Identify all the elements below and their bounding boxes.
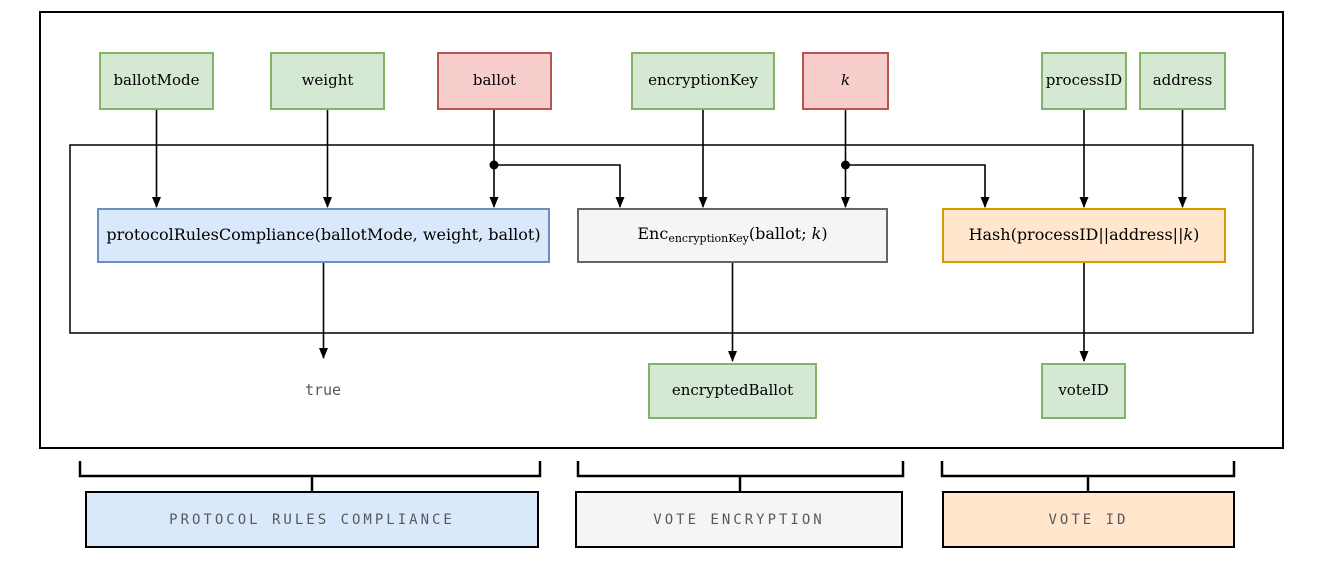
section-box-compliance: PROTOCOL RULES COMPLIANCE xyxy=(85,491,539,548)
output-label-encryptedballot: encryptedBallot xyxy=(671,381,794,400)
input-box-ballot: ballot xyxy=(437,52,552,110)
input-box-processid: processID xyxy=(1041,52,1127,110)
input-label-address: address xyxy=(1152,71,1213,90)
section-label-compliance: PROTOCOL RULES COMPLIANCE xyxy=(169,511,455,528)
function-box-hash: Hash(processID||address||k) xyxy=(942,208,1226,263)
function-label-compliance: protocolRulesCompliance(ballotMode, weig… xyxy=(106,225,541,245)
input-label-ballotmode: ballotMode xyxy=(113,71,200,90)
function-box-encryption: EncencryptionKey(ballot; k) xyxy=(577,208,888,263)
section-box-encryption: VOTE ENCRYPTION xyxy=(575,491,903,548)
input-box-ballotmode: ballotMode xyxy=(99,52,214,110)
output-true: true xyxy=(304,381,342,399)
input-box-weight: weight xyxy=(270,52,385,110)
input-box-address: address xyxy=(1139,52,1226,110)
brace-voteid xyxy=(940,461,1236,478)
input-label-ballot: ballot xyxy=(472,71,517,90)
outer-frame xyxy=(39,11,1284,449)
input-label-encryptionkey: encryptionKey xyxy=(648,71,758,90)
function-label-hash: Hash(processID||address||k) xyxy=(968,225,1200,245)
section-label-encryption: VOTE ENCRYPTION xyxy=(653,511,825,528)
brace-encryption xyxy=(576,461,905,478)
inner-frame xyxy=(69,144,1254,334)
input-label-processid: processID xyxy=(1045,71,1123,90)
junction-dot-k xyxy=(841,160,850,170)
section-label-voteid: VOTE ID xyxy=(1048,511,1129,528)
output-box-encryptedballot: encryptedBallot xyxy=(648,363,817,419)
input-label-weight: weight xyxy=(301,71,354,90)
input-box-encryptionkey: encryptionKey xyxy=(631,52,775,110)
brace-compliance xyxy=(78,461,542,478)
function-label-encryption: EncencryptionKey(ballot; k) xyxy=(637,224,828,246)
arrow-k-to-hash xyxy=(845,164,990,208)
input-label-k: k xyxy=(840,71,851,90)
output-label-voteid: voteID xyxy=(1058,381,1109,400)
output-box-voteid: voteID xyxy=(1041,363,1126,419)
arrow-ballot-to-encryption xyxy=(494,164,625,208)
junction-dot-ballot xyxy=(489,160,499,170)
function-box-compliance: protocolRulesCompliance(ballotMode, weig… xyxy=(97,208,550,263)
input-box-k: k xyxy=(802,52,889,110)
section-box-voteid: VOTE ID xyxy=(942,491,1235,548)
